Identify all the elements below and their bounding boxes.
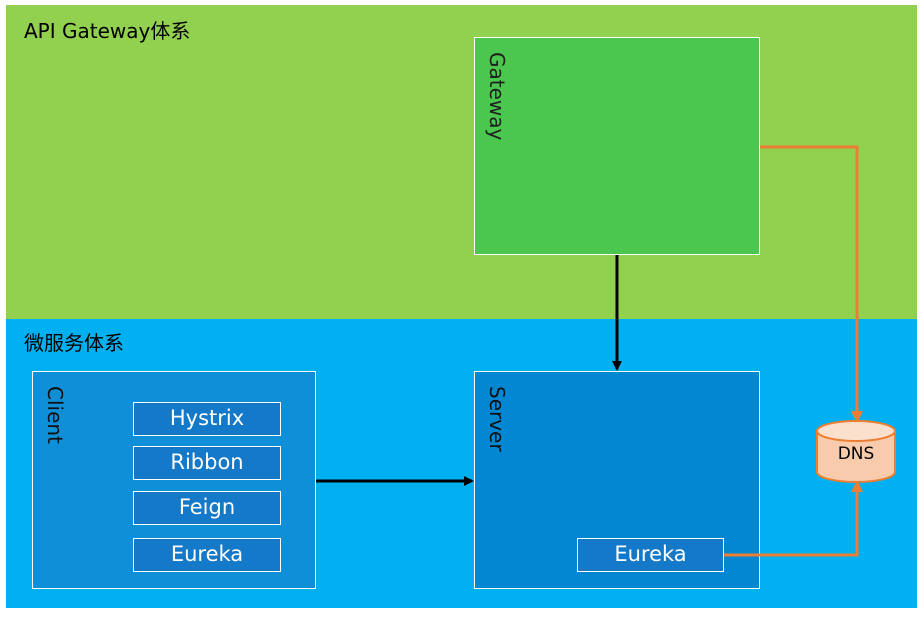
gateway-to-dns-arrow (760, 145, 863, 423)
api-gateway-zone-title: API Gateway体系 (24, 19, 191, 43)
client-feign-component: Feign (133, 491, 281, 525)
dns-database-icon (816, 420, 896, 483)
gateway-node: Gateway (474, 37, 760, 255)
dns-label: DNS (837, 444, 875, 464)
client-hystrix-component: Hystrix (133, 402, 281, 436)
api-gateway-zone: API Gateway体系 (6, 5, 917, 319)
microservice-zone-title: 微服务体系 (24, 331, 124, 355)
client-ribbon-component: Ribbon (133, 446, 281, 480)
eureka-to-dns-arrow (724, 480, 863, 557)
client-eureka-component: Eureka (133, 538, 281, 572)
server-eureka-component: Eureka (577, 538, 724, 572)
